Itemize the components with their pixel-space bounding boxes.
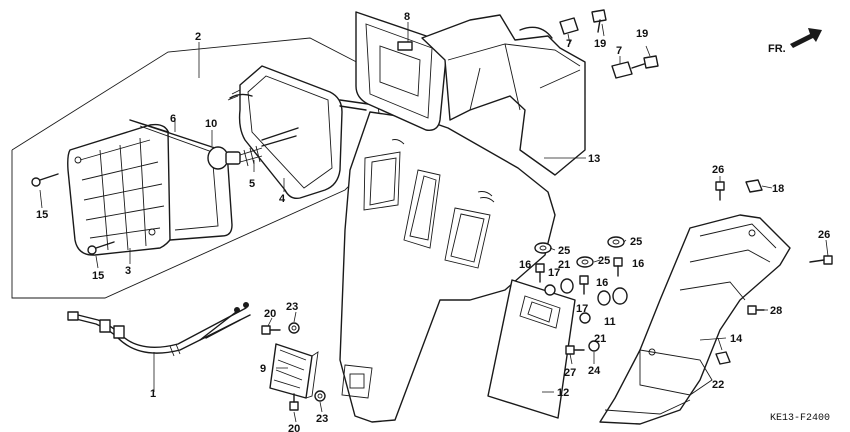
- callout-3: 3: [125, 265, 131, 277]
- bulb: [207, 127, 299, 170]
- nut-18: [745, 179, 763, 193]
- callout-26-upper: 26: [712, 164, 724, 176]
- front-direction-indicator: FR.: [768, 28, 822, 55]
- callout-19-upper: 19: [594, 38, 606, 50]
- nut-17-a: [544, 284, 556, 296]
- callout-19-lower: 19: [636, 28, 648, 40]
- callout-11: 11: [604, 316, 616, 328]
- callout-6: 6: [170, 113, 176, 125]
- callout-9: 9: [260, 363, 266, 375]
- bolt-20-upper: [261, 325, 281, 335]
- washer-25-a: [534, 242, 552, 254]
- callout-21-b: 21: [594, 333, 606, 345]
- callout-10: 10: [205, 118, 217, 130]
- wire-harness: [67, 302, 251, 357]
- callout-5: 5: [249, 178, 255, 190]
- callout-8: 8: [404, 11, 410, 23]
- collar-21-a: [560, 278, 574, 294]
- callout-25-a: 25: [558, 245, 570, 257]
- collar-21-b: [597, 290, 611, 306]
- callout-17-b: 17: [576, 303, 588, 315]
- callout-4: 4: [279, 193, 286, 205]
- callout-23-lower: 23: [316, 413, 328, 425]
- callout-26-right: 26: [818, 229, 830, 241]
- callout-13: 13: [588, 153, 600, 165]
- callout-labels: 1 2 3 4 5 6 7 7 8 9 10 11 12 13 14 15 15…: [36, 11, 830, 432]
- diagram-code: KE13-F2400: [770, 413, 830, 424]
- rear-fender: [599, 214, 791, 425]
- front-arrow-icon: [790, 28, 822, 48]
- callout-15-upper: 15: [36, 209, 48, 221]
- bolt-27: [565, 345, 585, 355]
- callout-25-b: 25: [598, 255, 610, 267]
- washer-23-lower: [314, 390, 326, 402]
- callout-1: 1: [150, 388, 156, 400]
- callout-20-lower: 20: [288, 423, 300, 432]
- bolt-16-c: [613, 257, 623, 277]
- callout-20-upper: 20: [264, 308, 276, 320]
- nut-17-b: [579, 312, 591, 324]
- bolt-19-lower: [631, 55, 659, 69]
- nut-22: [715, 351, 731, 365]
- callout-16-a: 16: [519, 259, 531, 271]
- bolt-26-right: [809, 255, 833, 265]
- callout-21-a: 21: [558, 259, 570, 271]
- license-light-housing: [355, 11, 448, 131]
- nut-7-upper: [559, 17, 579, 35]
- callout-27: 27: [564, 367, 576, 379]
- bolt-16-b: [579, 275, 589, 295]
- callout-15-lower: 15: [92, 270, 104, 282]
- screw-15-lower: [87, 241, 115, 255]
- upper-bracket: [421, 14, 586, 176]
- bolt-16-a: [535, 263, 545, 283]
- callout-22: 22: [712, 379, 724, 391]
- bolt-26-upper: [715, 181, 725, 201]
- callout-7-lower: 7: [616, 45, 622, 57]
- rear-fender-plate: [339, 111, 556, 423]
- callout-17-a: 17: [548, 267, 560, 279]
- bolt-19-upper: [591, 9, 607, 33]
- collar-11: [612, 287, 628, 305]
- taillight-housing: [227, 65, 369, 200]
- washer-25-b: [576, 256, 594, 268]
- callout-14: 14: [730, 333, 743, 345]
- callout-28: 28: [770, 305, 782, 317]
- callout-7-upper: 7: [566, 38, 572, 50]
- washer-25-c: [607, 236, 625, 248]
- callout-25-c: 25: [630, 236, 642, 248]
- screw-15-upper: [31, 173, 59, 187]
- washer-23-upper: [288, 322, 300, 334]
- reflector: [269, 343, 319, 399]
- bolt-20-lower: [289, 393, 299, 411]
- nut-24: [588, 340, 600, 352]
- front-direction-label: FR.: [768, 43, 786, 55]
- callout-24: 24: [588, 365, 601, 377]
- callout-18: 18: [772, 183, 784, 195]
- callout-2: 2: [195, 31, 201, 43]
- callout-16-b: 16: [596, 277, 608, 289]
- taillight-lens: [67, 123, 176, 256]
- leader-lines: [39, 22, 829, 423]
- callout-16-c: 16: [632, 258, 644, 270]
- callout-23-upper: 23: [286, 301, 298, 313]
- callout-12: 12: [557, 387, 569, 399]
- nut-7-lower: [611, 61, 633, 79]
